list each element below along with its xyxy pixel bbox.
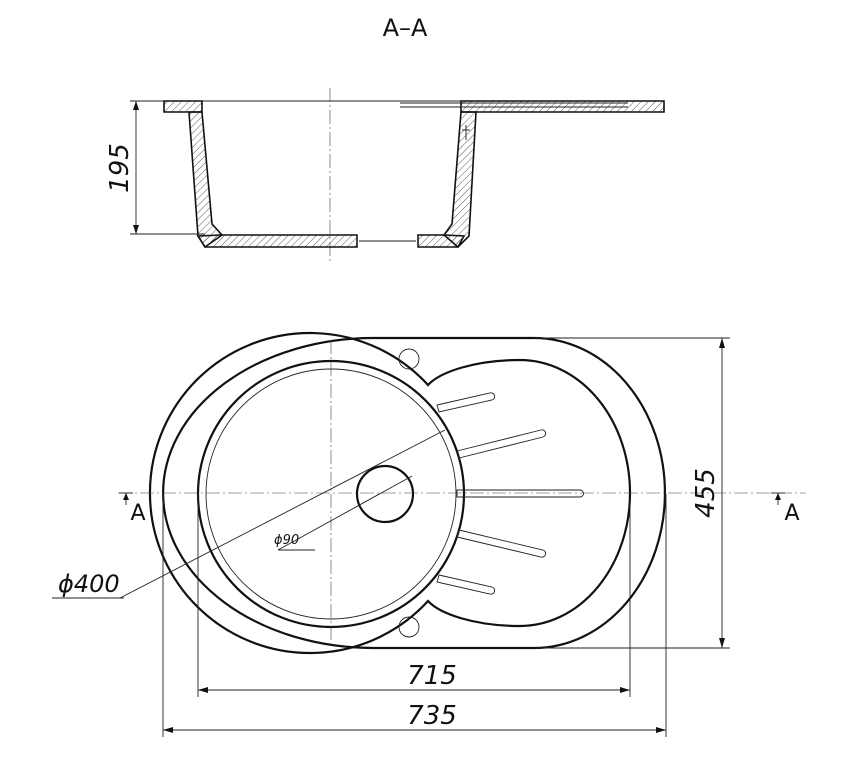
arrow-icon (198, 687, 208, 693)
left-wall (188, 111, 224, 249)
section-view: 195 (105, 88, 665, 262)
section-marker-left-label: A (130, 501, 145, 526)
section-marker-left: A (119, 492, 146, 526)
bowl-leader (119, 429, 446, 599)
depth-dimension-label: 195 (105, 143, 135, 193)
sink-outer-outline (161, 336, 667, 650)
tap-hole-top (398, 348, 420, 370)
drain-circle (355, 464, 415, 524)
right-rim (460, 100, 665, 113)
arrow-icon (163, 727, 173, 733)
section-marker-right-label: A (784, 501, 799, 526)
right-wall (442, 111, 477, 249)
arrow-icon (133, 101, 139, 110)
arrow-icon (620, 687, 630, 693)
drain-diameter-label: ϕ90 (274, 533, 299, 548)
plan-view: ϕ90 ϕ400 A A 455 715 (52, 331, 806, 737)
section-title: A–A (383, 14, 428, 42)
arrow-icon (656, 727, 666, 733)
sink-inner-outline (148, 331, 632, 655)
drain-leader (277, 475, 413, 551)
width-inner-label: 715 (407, 661, 457, 691)
arrow-icon (133, 225, 139, 234)
tap-hole-bottom (398, 616, 420, 638)
arrow-icon (719, 338, 725, 348)
left-rim (163, 100, 203, 113)
bottom-left (196, 234, 358, 248)
bowl-diameter-label: ϕ400 (58, 570, 120, 598)
section-marker-right: A (771, 492, 800, 526)
height-dimension-label: 455 (691, 468, 721, 518)
arrow-icon (719, 638, 725, 648)
width-overall-label: 735 (407, 701, 457, 731)
drainboard-ribs (436, 392, 584, 595)
